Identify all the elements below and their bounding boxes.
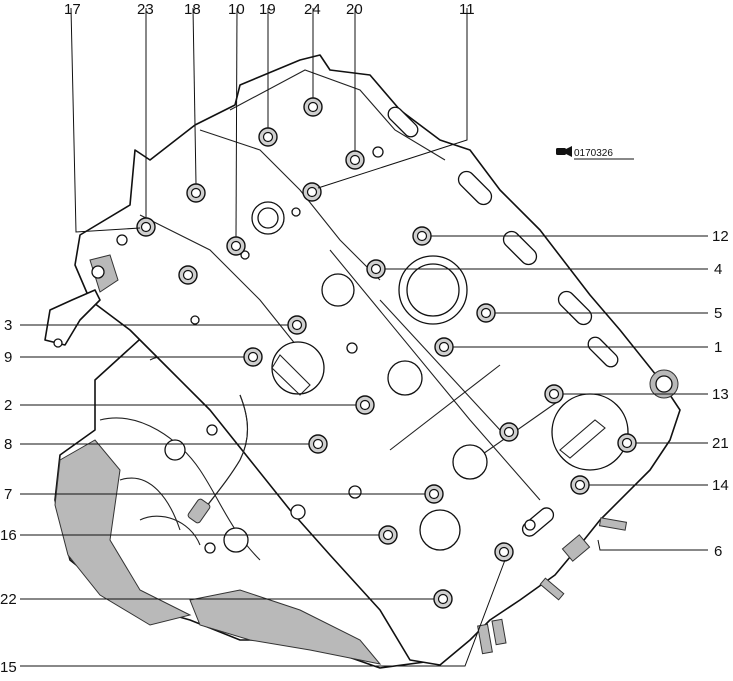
callout-18: 18 [184, 1, 201, 18]
bolt-5 [476, 303, 496, 323]
bolt-18 [186, 183, 206, 203]
bolt-2 [355, 395, 375, 415]
callout-13: 13 [712, 386, 729, 403]
callout-14: 14 [712, 477, 729, 494]
bolt-8 [308, 434, 328, 454]
bolt-24 [303, 97, 323, 117]
callout-15: 15 [0, 659, 17, 676]
callout-20: 20 [346, 1, 363, 18]
bolt-16 [378, 525, 398, 545]
left-bracket [44, 254, 119, 348]
bolt-6 [494, 542, 514, 562]
callout-8: 8 [4, 436, 12, 453]
bolt-13 [544, 384, 564, 404]
leader-lines [20, 7, 708, 667]
callout-17: 17 [64, 1, 81, 18]
bolt-21a [499, 422, 519, 442]
cylinder-head [74, 54, 681, 666]
bolt-12 [412, 226, 432, 246]
callout-19: 19 [259, 1, 276, 18]
callout-5: 5 [714, 305, 722, 322]
callout-10: 10 [228, 1, 245, 18]
sensor-cable [187, 394, 248, 524]
bolt-19 [258, 127, 278, 147]
bolt-7 [424, 484, 444, 504]
bolt-10 [226, 236, 246, 256]
studs [477, 517, 628, 655]
bolt-4 [366, 259, 386, 279]
callout-9: 9 [4, 349, 12, 366]
callout-3: 3 [4, 317, 12, 334]
callout-11: 11 [459, 1, 475, 18]
camera-icon [556, 146, 572, 157]
bolt-23 [136, 217, 156, 237]
bolt-20 [345, 150, 365, 170]
bolt-heads [136, 97, 637, 609]
bolt-3 [287, 315, 307, 335]
callout-4: 4 [714, 261, 722, 278]
callout-2: 2 [4, 397, 12, 414]
callout-24: 24 [304, 1, 321, 18]
bolt-17 [178, 265, 198, 285]
bolt-21 [617, 433, 637, 453]
callout-7: 7 [4, 486, 12, 503]
callout-1: 1 [714, 339, 722, 356]
figure-code-text: 0170326 [574, 148, 613, 159]
callout-16: 16 [0, 527, 17, 544]
callout-23: 23 [137, 1, 154, 18]
bolt-1 [434, 337, 454, 357]
callout-12: 12 [712, 228, 729, 245]
bolt-11 [302, 182, 322, 202]
bolt-9 [243, 347, 263, 367]
callout-6: 6 [714, 543, 722, 560]
callout-22: 22 [0, 591, 17, 608]
bolt-14 [570, 475, 590, 495]
callout-21: 21 [712, 435, 729, 452]
bolt-22 [433, 589, 453, 609]
figure-code: 0170326 [556, 146, 634, 160]
